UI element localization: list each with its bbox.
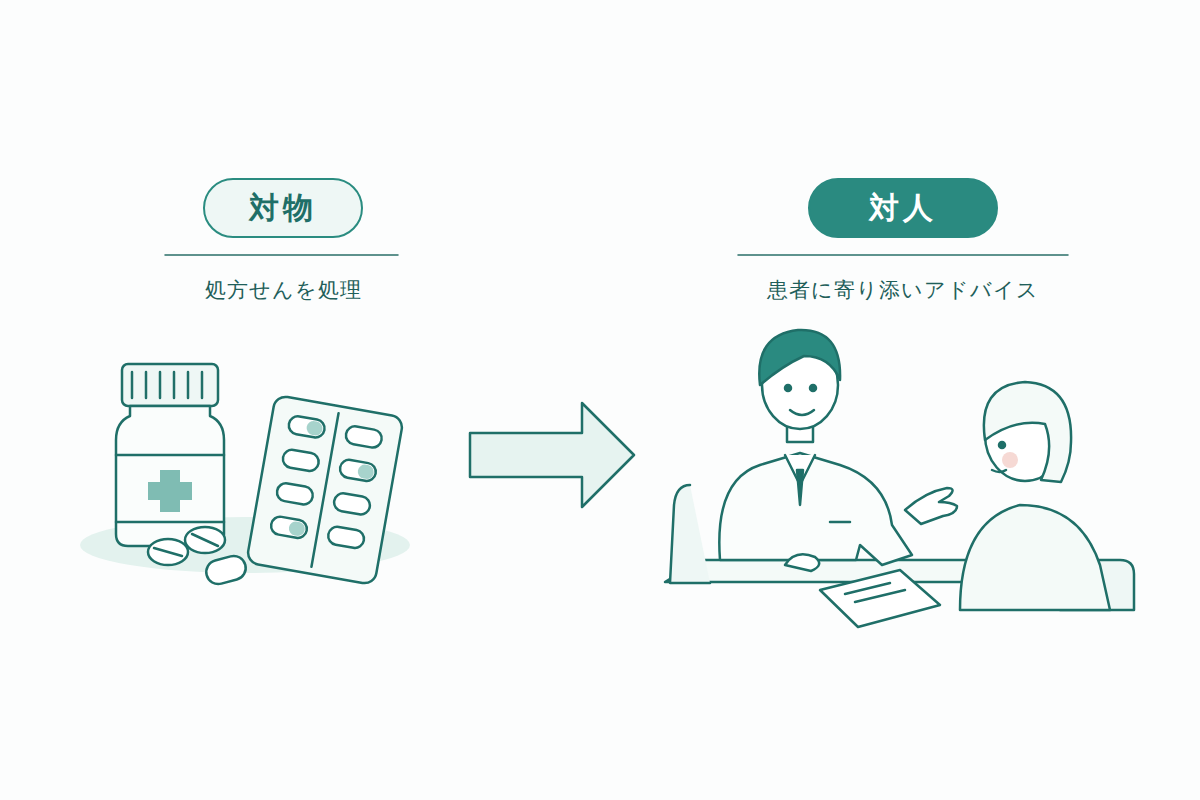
subtitle: 処方せんを処理 xyxy=(205,276,362,304)
heading-text: 対人 xyxy=(869,188,937,229)
heading-text: 対物 xyxy=(249,188,317,229)
heading-pill: 対物 xyxy=(203,178,363,238)
subtitle: 患者に寄り添いアドバイス xyxy=(767,276,1039,304)
heading-pill: 対人 xyxy=(808,178,998,238)
